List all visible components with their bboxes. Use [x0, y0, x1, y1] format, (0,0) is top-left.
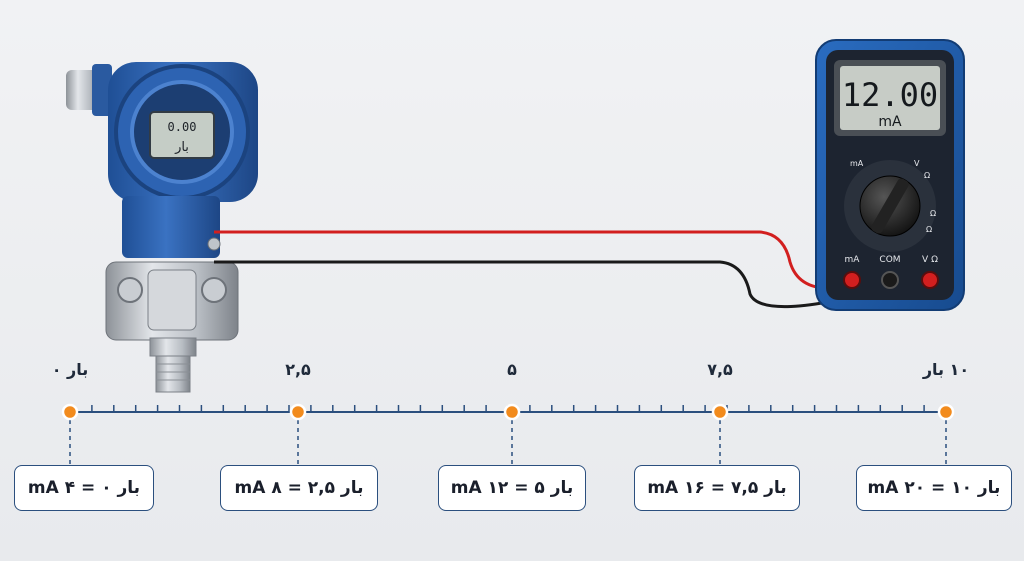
cable-gland-icon — [66, 70, 100, 110]
multimeter: 12.00 mA mA Ω V Ω Ω mA COM V Ω — [815, 39, 965, 311]
jack-ma-icon[interactable] — [843, 271, 861, 289]
jack-v-ohm-icon[interactable] — [921, 271, 939, 289]
scale-marker-dot-icon — [937, 403, 955, 421]
pressure-transmitter: 0.00 بار — [66, 62, 258, 393]
tick-label-5: ۵ — [507, 360, 517, 379]
value-box-10: بار ۱۰ = ۲۰ mA — [856, 465, 1012, 511]
scale-marker-dot-icon — [503, 403, 521, 421]
dial-label-ohm-2: Ω — [930, 209, 936, 218]
tick-label-7-5: ۷,۵ — [707, 360, 733, 379]
transmitter-lcd-value: 0.00 — [168, 120, 197, 134]
dial-label-ohm-3: Ω — [926, 225, 932, 234]
dial-label-v: V — [914, 159, 920, 168]
multimeter-reading: 12.00 — [842, 76, 938, 114]
value-box-5: بار ۵ = ۱۲ mA — [438, 465, 586, 511]
black-wire — [214, 260, 891, 309]
value-box-0: بار ۰ = ۴ mA — [14, 465, 154, 511]
jack-label-v-ohm: V Ω — [922, 255, 938, 265]
tick-label-0: بار ۰ — [51, 360, 89, 379]
transmitter-lcd — [149, 111, 215, 159]
scale-marker-dot-icon — [289, 403, 307, 421]
tick-label-2-5: ۲,۵ — [285, 360, 311, 379]
multimeter-lcd — [840, 66, 940, 130]
value-box-7-5: بار ۷,۵ = ۱۶ mA — [634, 465, 800, 511]
pressure-scale — [61, 403, 955, 464]
jack-label-com: COM — [879, 255, 900, 265]
jack-com-icon[interactable] — [881, 271, 899, 289]
scale-marker-dot-icon — [61, 403, 79, 421]
dial-label-ohm-1: Ω — [924, 171, 930, 180]
multimeter-unit: mA — [878, 114, 902, 130]
jack-label-ma: mA — [845, 255, 861, 265]
value-box-2-5: بار ۲,۵ = ۸ mA — [220, 465, 378, 511]
tick-label-10: ۱۰ بار — [922, 360, 970, 379]
scale-marker-dot-icon — [711, 403, 729, 421]
dial-label-ma: mA — [850, 159, 864, 168]
transmitter-lcd-unit: بار — [174, 140, 189, 155]
red-wire — [214, 230, 851, 290]
